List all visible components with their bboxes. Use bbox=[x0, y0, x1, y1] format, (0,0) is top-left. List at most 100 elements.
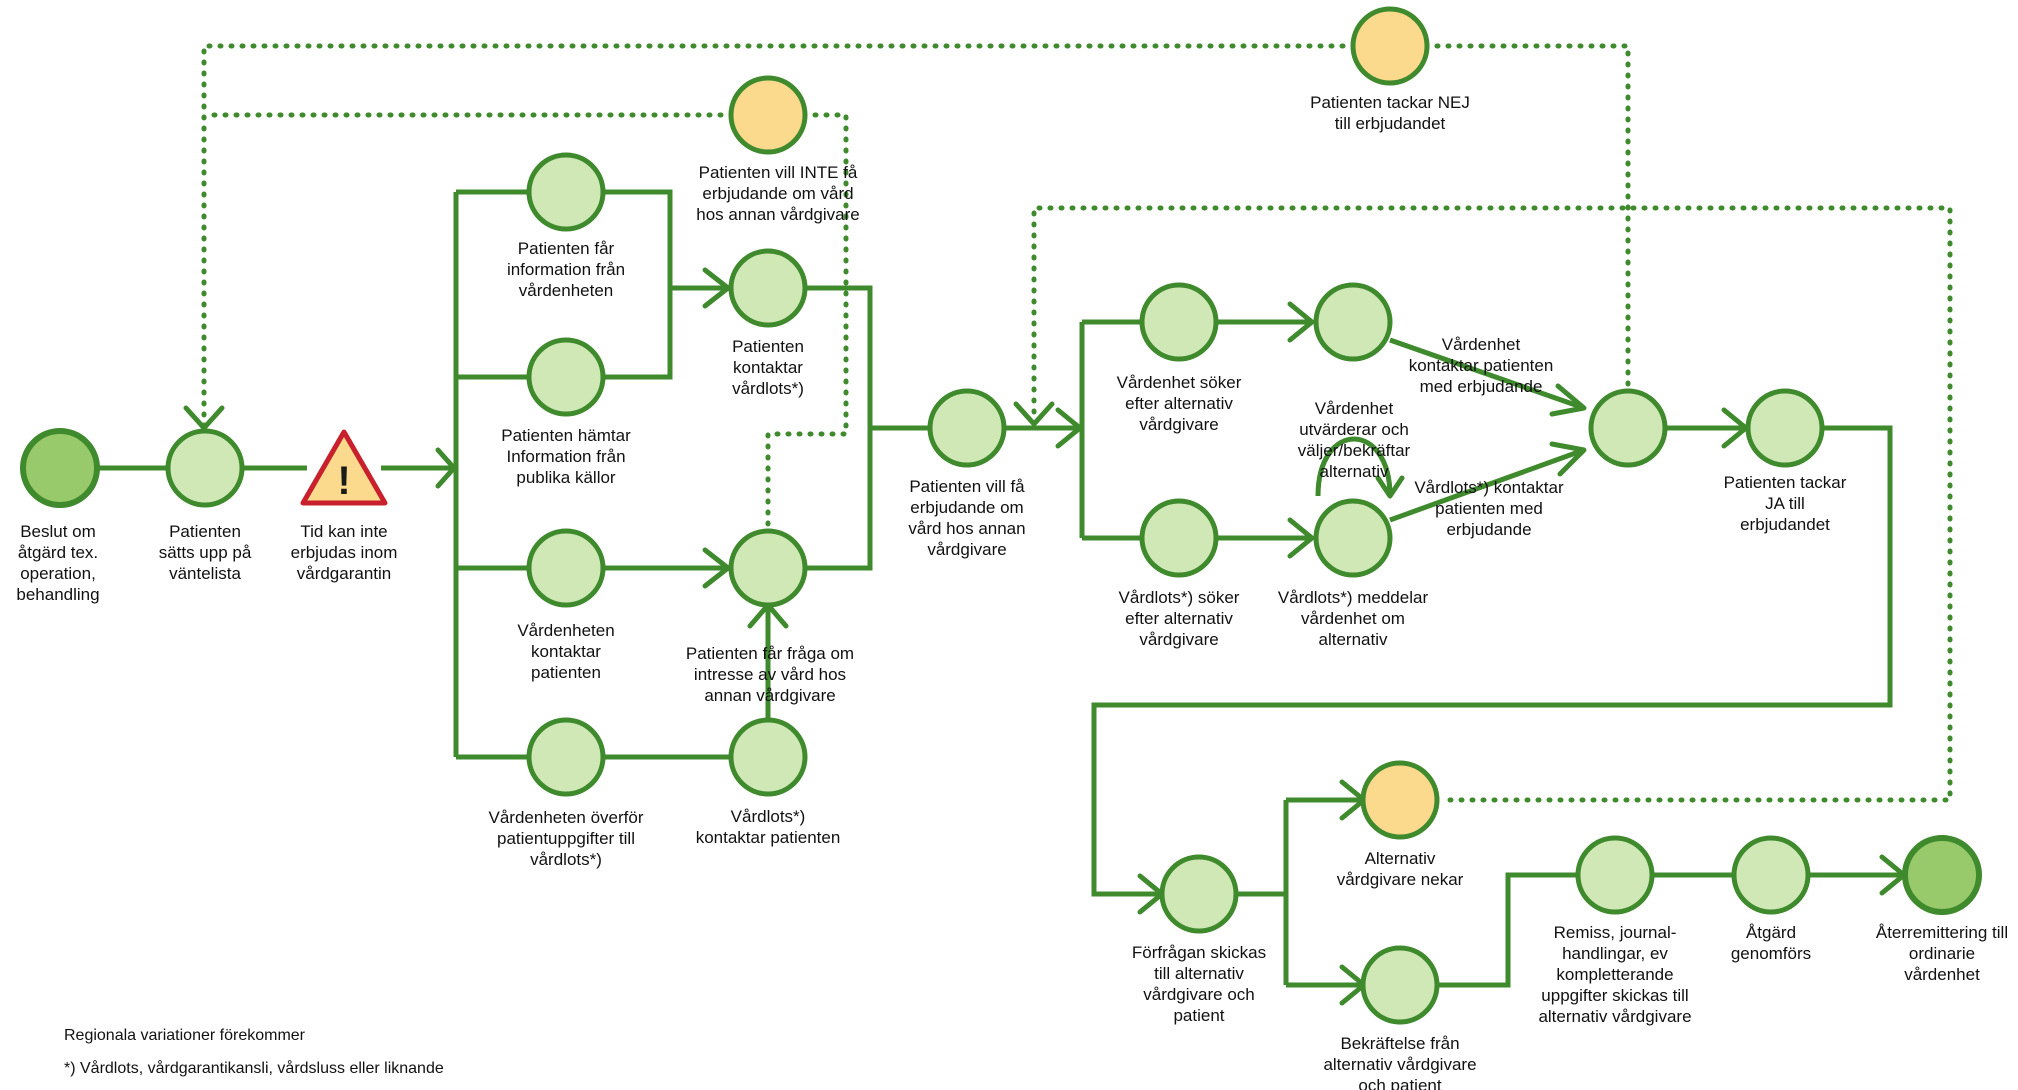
label-line: erbjudande om bbox=[910, 498, 1023, 517]
node-tackar-nej bbox=[1350, 6, 1430, 86]
arrowhead-dotted-villfa bbox=[1013, 401, 1055, 427]
label-line: Vårdlots*) meddelar bbox=[1278, 588, 1429, 607]
label-line: Vårdenhet söker bbox=[1117, 373, 1242, 392]
label-line: alternativ bbox=[1319, 630, 1388, 649]
node-vardlots-soker bbox=[1139, 498, 1219, 578]
arrowhead-meddelar bbox=[1287, 517, 1315, 559]
label-line: till alternativ bbox=[1154, 964, 1244, 983]
label-line: Förfrågan skickas bbox=[1132, 943, 1266, 962]
nodes: ! bbox=[20, 6, 1982, 1025]
arrowhead-loop bbox=[1375, 475, 1405, 499]
label-line: hos annan vårdgivare bbox=[696, 205, 860, 224]
arrowhead-dotted-vantelista bbox=[183, 405, 225, 431]
node-tackar-ja bbox=[1745, 388, 1825, 468]
label-line: Vårdlots*) söker bbox=[1119, 588, 1240, 607]
node-info-vardenhet bbox=[526, 152, 606, 232]
label-line: erbjudande bbox=[1446, 520, 1531, 539]
connector-meddelar-decision bbox=[1389, 447, 1585, 523]
dotted-villinte-down bbox=[765, 112, 849, 533]
node-remiss bbox=[1575, 835, 1655, 915]
footnote-regional: Regionala variationer förekommer bbox=[64, 1027, 306, 1044]
label-line: Patienten vill INTE få bbox=[699, 163, 858, 182]
label-line: intresse av vård hos bbox=[694, 665, 846, 684]
label-line: patient bbox=[1173, 1006, 1224, 1025]
label-line: Information från bbox=[506, 447, 625, 466]
node-vill-inte bbox=[728, 75, 808, 155]
node-decision bbox=[1588, 388, 1668, 468]
label-line: Vårdlots*) kontaktar bbox=[1414, 478, 1564, 497]
solid-connectors bbox=[98, 189, 1907, 1006]
label-line: publika källor bbox=[516, 468, 616, 487]
label-line: patientuppgifter till bbox=[497, 829, 635, 848]
label-line: kontaktar patienten bbox=[1409, 356, 1554, 375]
label-line: behandling bbox=[16, 585, 99, 604]
label-line: erbjudandet bbox=[1740, 515, 1830, 534]
dotted-nej-loop bbox=[201, 43, 1357, 431]
arrowhead-decision-lower bbox=[1549, 441, 1587, 477]
node-vardenhet-soker bbox=[1139, 282, 1219, 362]
label-line: kontaktar bbox=[531, 642, 601, 661]
label-line: annan vårdgivare bbox=[704, 686, 835, 705]
label-line: erbjudas inom bbox=[291, 543, 398, 562]
label-line: JA till bbox=[1765, 494, 1805, 513]
label-line: Vårdenhet bbox=[1315, 399, 1394, 418]
node-beslut bbox=[20, 428, 100, 508]
node-forfragan bbox=[1159, 854, 1239, 934]
label-vardenhet-overfor: Vårdenheten överför patientuppgifter till… bbox=[489, 808, 644, 869]
node-vardenhet-kontaktar bbox=[526, 528, 606, 608]
label-line: åtgärd tex. bbox=[18, 543, 98, 562]
warning-mark: ! bbox=[337, 459, 350, 503]
label-line: Patienten tackar NEJ bbox=[1310, 93, 1470, 112]
label-line: Vårdenheten överför bbox=[489, 808, 644, 827]
label-line: patienten bbox=[531, 663, 601, 682]
label-line: patienten med bbox=[1435, 499, 1543, 518]
label-line: Åtgärd bbox=[1746, 923, 1796, 942]
label-vardlots-kontaktar-erbj: Vårdlots*) kontaktar patienten med erbjuda… bbox=[1414, 478, 1564, 539]
node-hamtar-info bbox=[526, 337, 606, 417]
label-line: Patienten hämtar bbox=[501, 426, 631, 445]
label-line: Patienten vill få bbox=[909, 477, 1025, 496]
arrowhead-fraga bbox=[702, 547, 731, 589]
node-vardlots-meddelar bbox=[1313, 498, 1393, 578]
node-nekar bbox=[1360, 760, 1440, 840]
connector-right-bus bbox=[806, 285, 873, 571]
label-line: Patienten tackar bbox=[1724, 473, 1847, 492]
label-line: operation, bbox=[20, 564, 96, 583]
node-atgard bbox=[1731, 835, 1811, 915]
node-bekraftelse bbox=[1360, 945, 1440, 1025]
label-line: kontaktar patienten bbox=[696, 828, 841, 847]
footnote-vardlots: *) Vårdlots, vårdgarantikansli, vårdslus… bbox=[64, 1059, 444, 1077]
label-line: kompletterande bbox=[1556, 965, 1673, 984]
connector-ja-forfragan bbox=[1091, 425, 1893, 897]
label-line: Alternativ bbox=[1365, 849, 1436, 868]
node-kontaktar-vardlots bbox=[728, 248, 808, 328]
warning-icon: ! bbox=[300, 429, 388, 506]
node-vantelista bbox=[165, 428, 245, 508]
label-line: och patient bbox=[1358, 1076, 1441, 1090]
label-line: efter alternativ bbox=[1125, 609, 1233, 628]
dotted-nej-right bbox=[1423, 43, 1631, 393]
label-line: sätts upp på bbox=[159, 543, 252, 562]
label-line: information från bbox=[507, 260, 625, 279]
connector-bekr-remiss bbox=[1438, 872, 1578, 988]
label-line: Bekräftelse från bbox=[1340, 1034, 1459, 1053]
node-vardenhet-overfor bbox=[526, 717, 606, 797]
label-line: Vårdlots*) bbox=[731, 807, 806, 826]
label-line: väljer/bekräftar bbox=[1298, 441, 1411, 460]
label-line: uppgifter skickas till bbox=[1541, 986, 1688, 1005]
